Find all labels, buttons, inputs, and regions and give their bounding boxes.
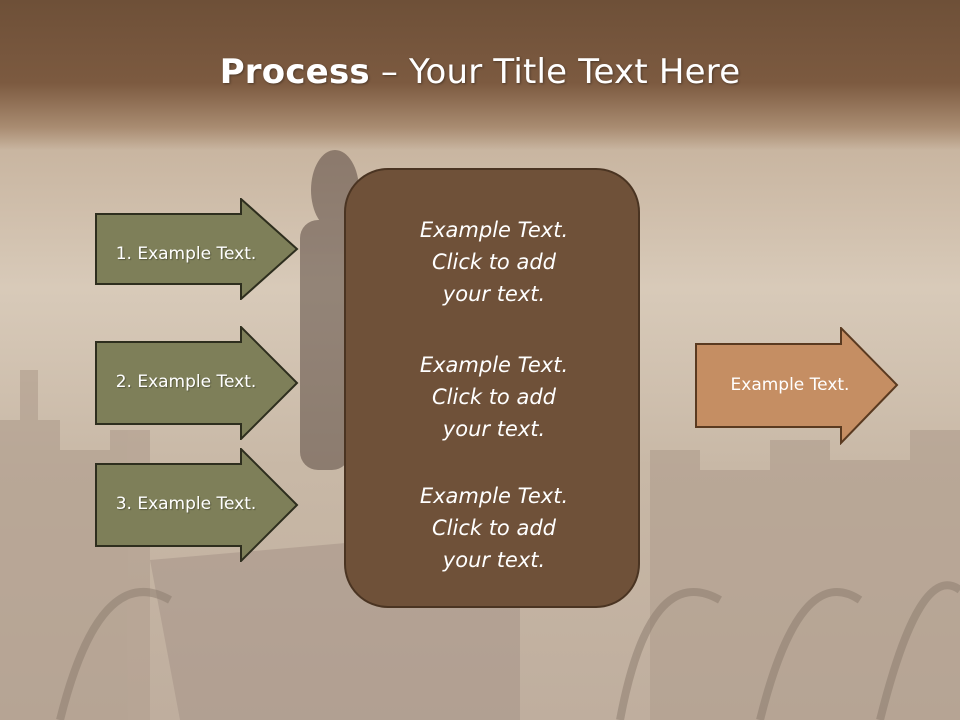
step-arrow-1[interactable]: 1. Example Text.: [95, 198, 299, 316]
right-arrow-shape: [695, 325, 899, 446]
output-arrow[interactable]: Example Text.: [695, 325, 899, 446]
block-line: Click to add: [431, 250, 556, 274]
block-line: Example Text.: [419, 353, 569, 377]
step-arrow-3[interactable]: 3. Example Text.: [95, 448, 299, 566]
block-line: your text.: [442, 548, 546, 572]
text-block-1[interactable]: Example Text. Click to add your text.: [346, 214, 642, 310]
block-line: Example Text.: [419, 218, 569, 242]
right-arrow-shape: [95, 448, 299, 562]
right-arrow-shape: [95, 198, 299, 300]
block-line: Click to add: [431, 385, 556, 409]
title-band: [0, 0, 960, 150]
title-bold: Process: [219, 52, 370, 92]
step-label: 2. Example Text.: [115, 372, 257, 392]
text-block-2[interactable]: Example Text. Click to add your text.: [346, 349, 642, 445]
output-label: Example Text.: [730, 375, 850, 395]
title-rest: – Your Title Text Here: [369, 52, 741, 92]
step-arrow-2[interactable]: 2. Example Text.: [95, 326, 299, 444]
page-title[interactable]: Process – Your Title Text Here: [0, 52, 960, 92]
center-text-box[interactable]: Example Text. Click to add your text. Ex…: [344, 168, 640, 608]
block-line: Click to add: [431, 516, 556, 540]
right-arrow-shape: [95, 326, 299, 440]
text-block-3[interactable]: Example Text. Click to add your text.: [346, 480, 642, 576]
block-line: Example Text.: [419, 484, 569, 508]
step-label: 3. Example Text.: [115, 494, 257, 514]
block-line: your text.: [442, 282, 546, 306]
block-line: your text.: [442, 417, 546, 441]
step-label: 1. Example Text.: [115, 244, 257, 264]
